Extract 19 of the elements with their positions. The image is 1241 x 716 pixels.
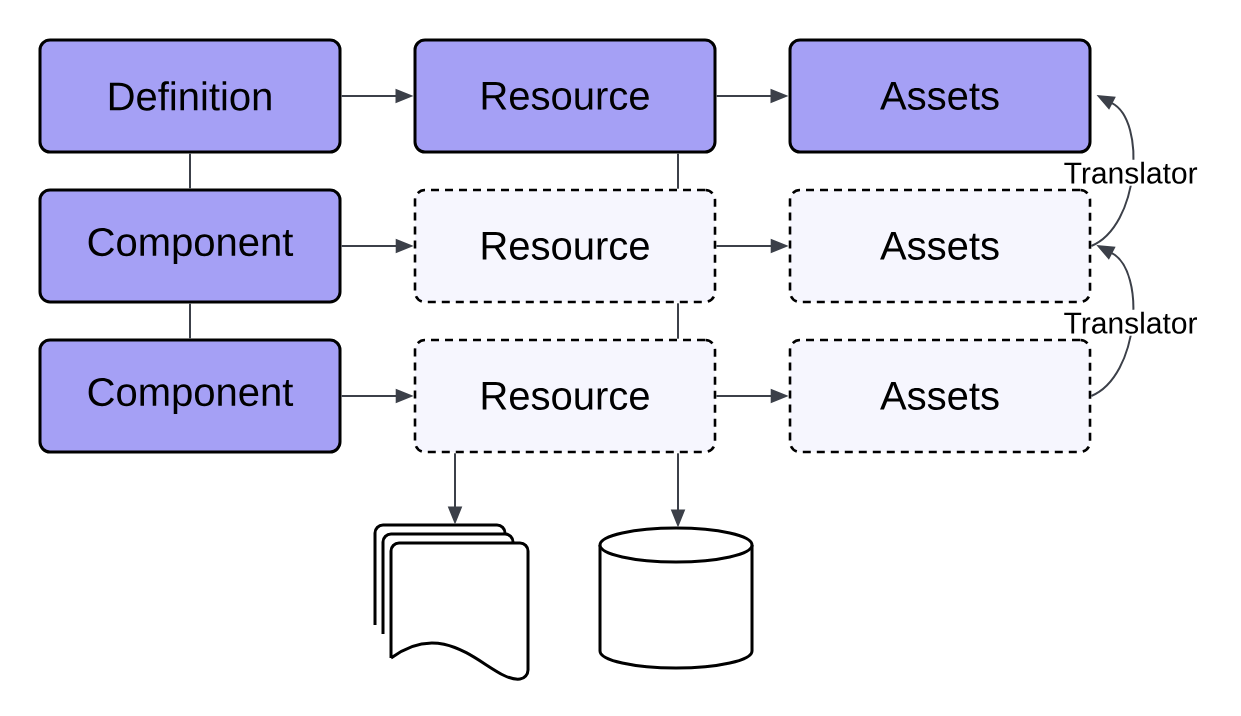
process-box: Assets [788,38,1092,154]
curved-arrow [1090,95,1135,247]
edge-label: Translator [1064,161,1198,184]
dashed-box: Resource [413,188,717,304]
database-cylinder [598,526,754,670]
dashed-box: Resource [413,338,717,454]
connector-line [189,302,191,340]
process-box: Definition [38,38,342,154]
process-box: Component [38,338,342,454]
process-box: Resource [413,38,717,154]
connector-line [677,152,679,190]
connector-line [677,302,679,340]
curved-arrow [1090,245,1135,397]
documents-drawing [373,523,530,681]
edge-label: Translator [1064,311,1197,334]
connector-line [189,152,191,190]
dashed-box: Assets [788,338,1092,454]
dashed-box: Assets [788,188,1092,304]
process-box: Component [38,188,342,304]
